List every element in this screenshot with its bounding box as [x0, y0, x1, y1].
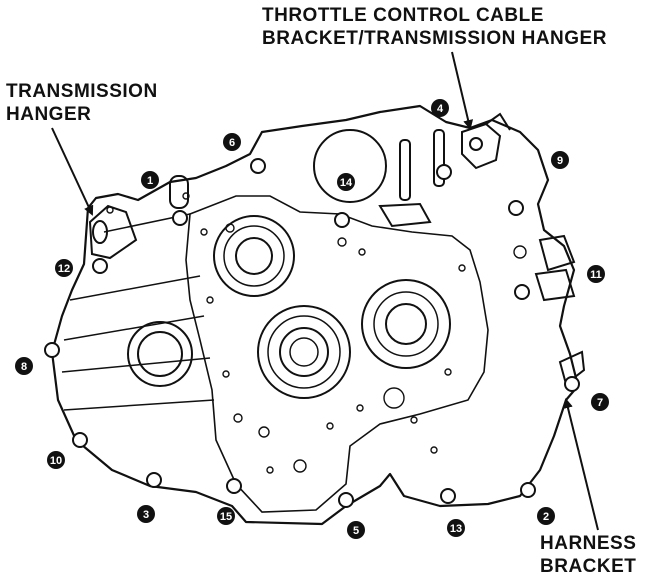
svg-text:4: 4	[437, 103, 444, 115]
transmission-leader-arrow	[51, 127, 94, 216]
throttle-label-line1: THROTTLE CONTROL CABLE	[262, 5, 544, 26]
svg-text:8: 8	[21, 361, 27, 373]
throttle-cable-bracket-label: THROTTLE CONTROL CABLE BRACKET/TRANSMISS…	[262, 4, 607, 50]
shift-lever	[169, 129, 576, 302]
bearing-top-left	[213, 215, 295, 297]
bolt-callout-8: 8	[15, 357, 33, 375]
transmission-hanger-label: TRANSMISSION HANGER	[6, 80, 158, 126]
svg-text:11: 11	[590, 269, 602, 281]
bolt-callout-11: 11	[587, 265, 605, 283]
svg-text:6: 6	[229, 137, 235, 149]
svg-text:5: 5	[353, 525, 359, 537]
bolt-callout-10: 10	[47, 451, 65, 469]
bolt-callout-7: 7	[591, 393, 609, 411]
bearing-center	[257, 305, 351, 399]
svg-text:1: 1	[147, 175, 153, 187]
bolt-callout-1: 1	[141, 171, 159, 189]
transmission-hanger-part	[88, 204, 138, 260]
svg-text:2: 2	[543, 511, 549, 523]
svg-text:12: 12	[58, 263, 70, 275]
bore-left	[127, 321, 193, 387]
svg-text:13: 13	[450, 523, 462, 535]
throttle-leader-arrow	[451, 51, 474, 130]
bolt-callout-6: 6	[223, 133, 241, 151]
svg-text:15: 15	[220, 511, 232, 523]
bore-upper	[313, 129, 387, 203]
svg-text:14: 14	[340, 177, 353, 189]
transmission-label-line1: TRANSMISSION	[6, 81, 158, 102]
bolt-callout-9: 9	[551, 151, 569, 169]
bolt-callout-12: 12	[55, 259, 73, 277]
small-holes	[106, 192, 527, 474]
harness-bracket-part	[558, 350, 586, 386]
harness-leader-arrow	[563, 398, 599, 531]
svg-text:7: 7	[597, 397, 603, 409]
throttle-bracket-part	[461, 112, 511, 170]
inner-plate	[185, 195, 489, 513]
bolt-callout-13: 13	[447, 519, 465, 537]
harness-label-line2: BRACKET	[540, 556, 637, 577]
bolt-callout-3: 3	[137, 505, 155, 523]
harness-label-line1: HARNESS	[540, 533, 637, 554]
bolt-callout-15: 15	[217, 507, 235, 525]
bolt-callouts: 1 2 3 4 5 6 7 8 9 10 11 12 13 14 15	[15, 99, 609, 539]
bolt-heads	[44, 158, 580, 508]
bearing-right	[361, 279, 451, 369]
svg-text:3: 3	[143, 509, 149, 521]
harness-bracket-label: HARNESS BRACKET	[540, 532, 636, 578]
transmission-label-line2: HANGER	[6, 104, 92, 125]
left-housing	[61, 213, 215, 411]
svg-text:10: 10	[50, 455, 62, 467]
throttle-label-line2: BRACKET/TRANSMISSION HANGER	[262, 28, 607, 49]
svg-text:9: 9	[557, 155, 563, 167]
bolt-callout-4: 4	[431, 99, 449, 117]
bolt-callout-14: 14	[337, 173, 355, 191]
bolt-callout-2: 2	[537, 507, 555, 525]
bolt-callout-5: 5	[347, 521, 365, 539]
